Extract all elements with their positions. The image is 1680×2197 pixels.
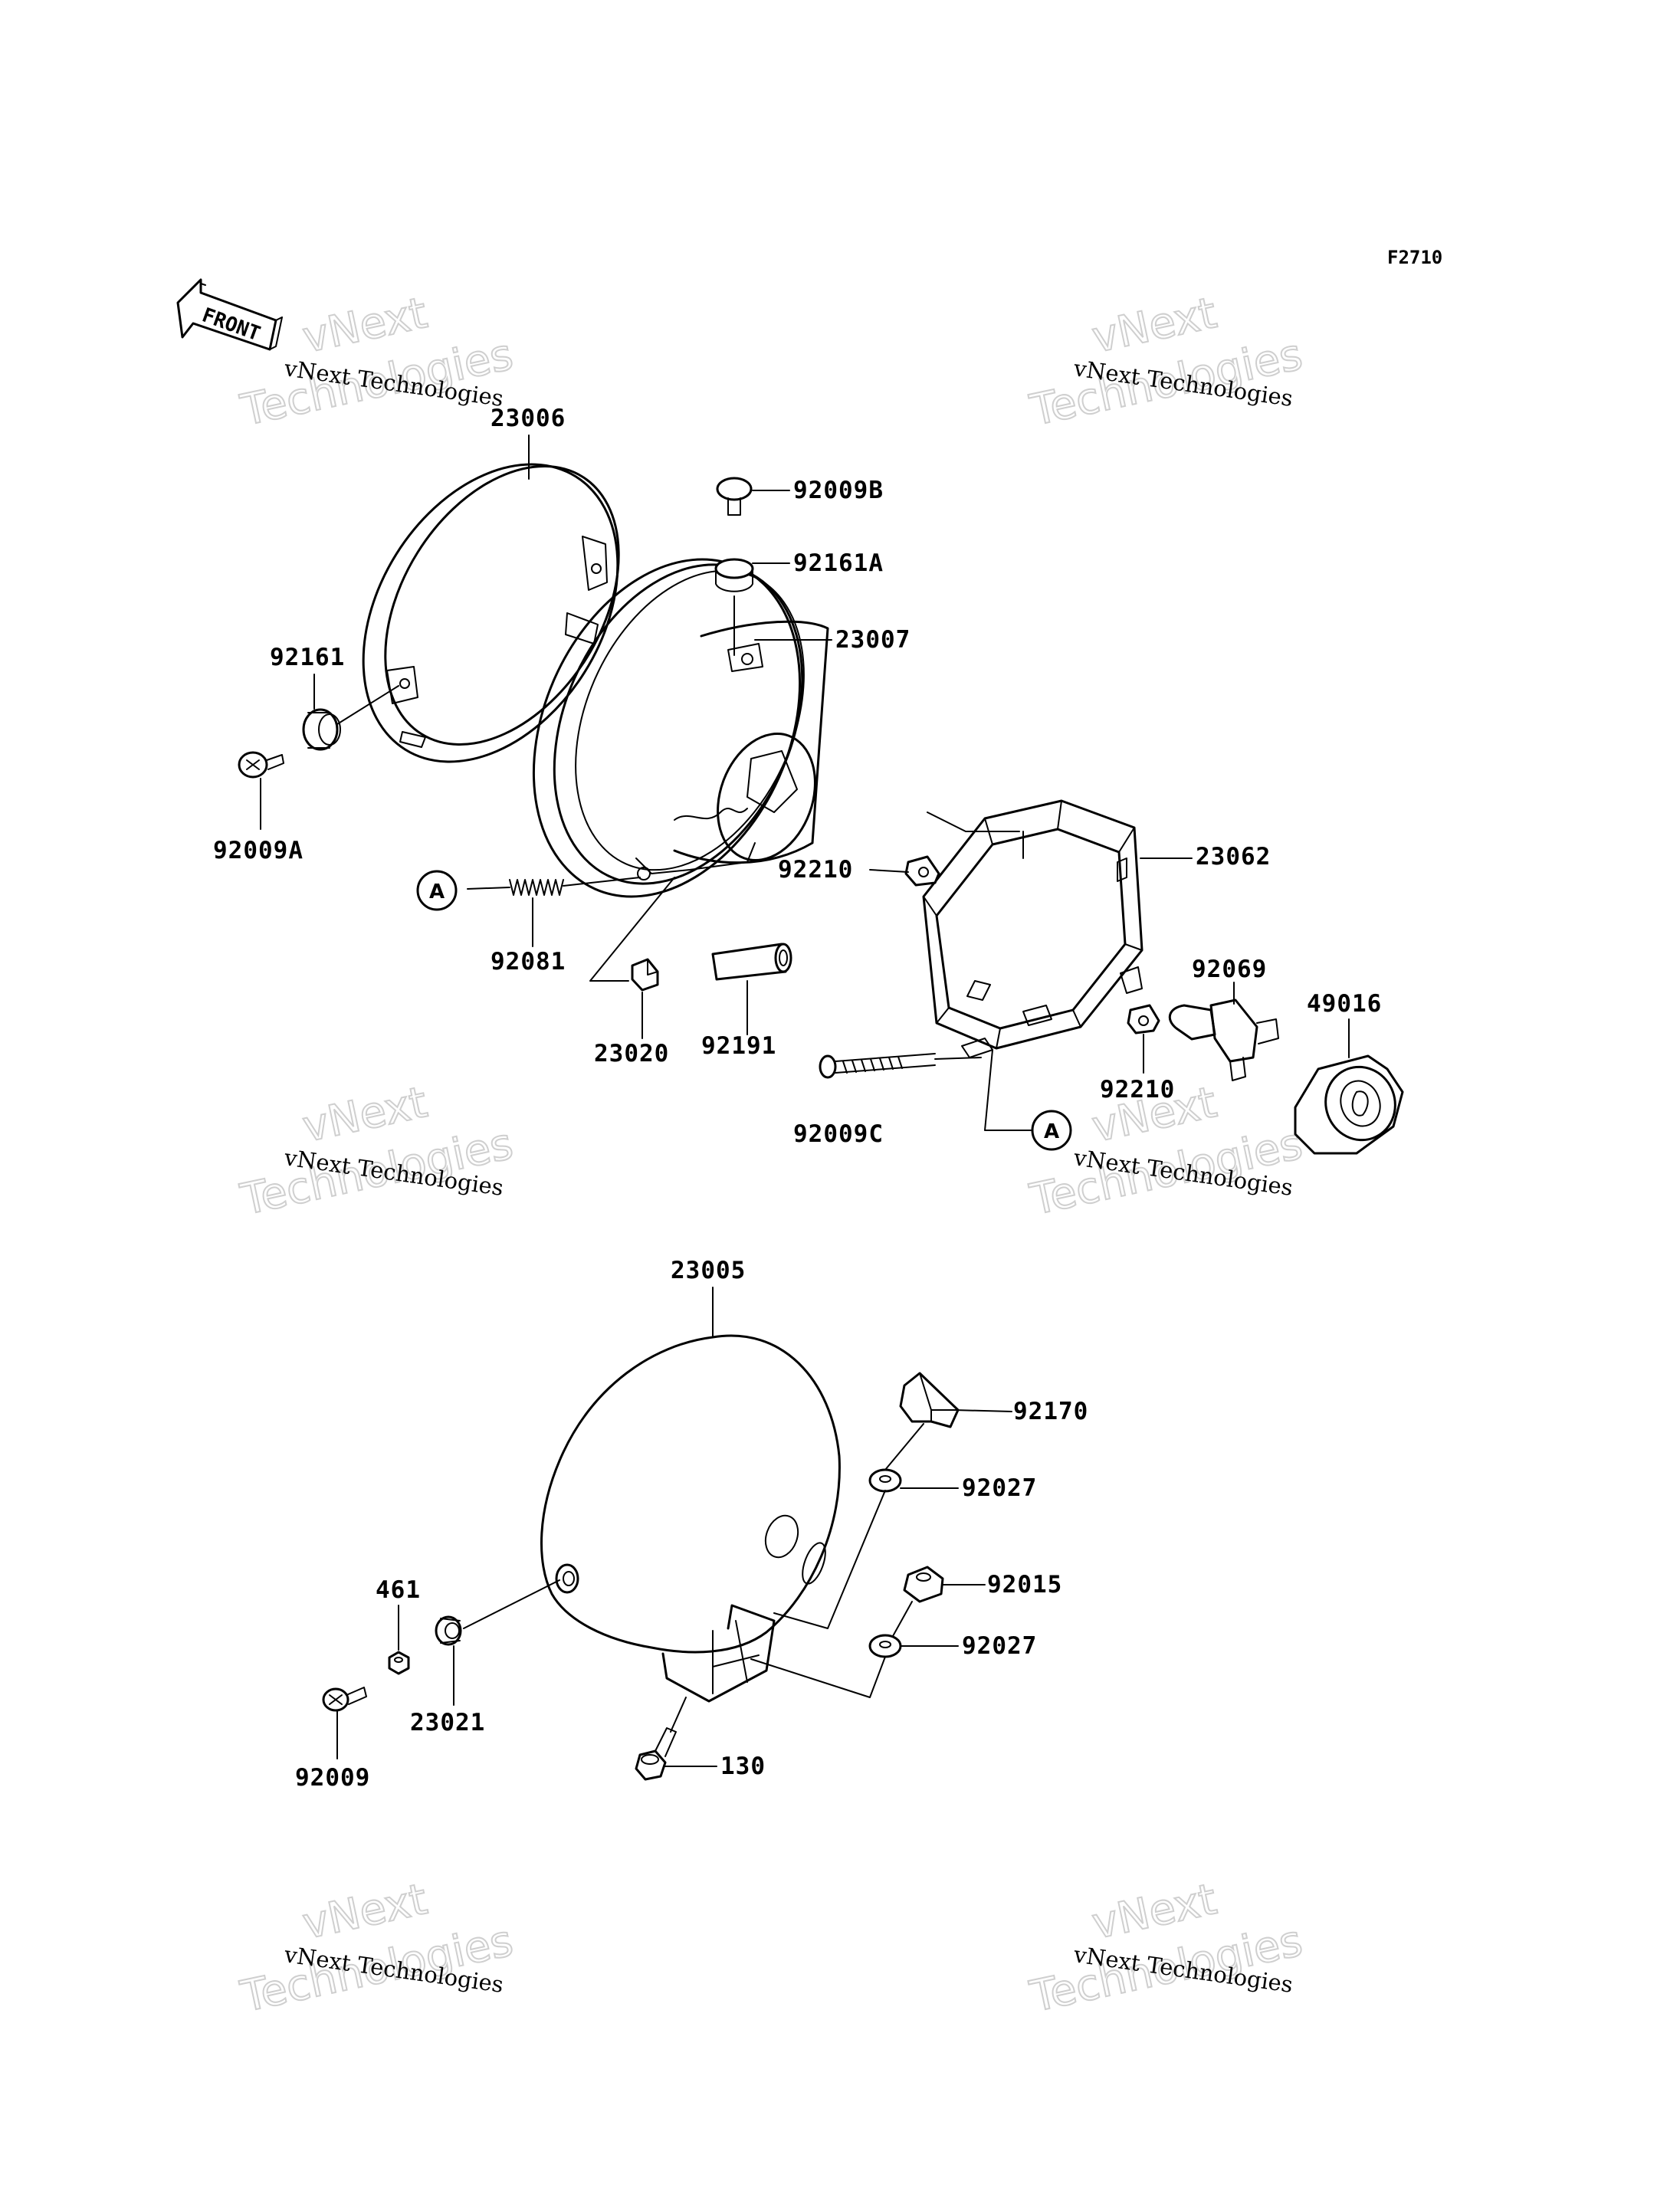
headlight-housing-part — [540, 1334, 841, 1703]
screw-92009 — [322, 1687, 367, 1712]
bulb-92069 — [1168, 998, 1279, 1081]
part-label-92015: 92015 — [987, 1571, 1062, 1599]
nut-92015 — [903, 1566, 944, 1603]
leader-92161-to-rim — [336, 685, 399, 725]
grommet-92161A — [714, 558, 754, 592]
watermark-top-left: vNext Technologies vNext Technologies — [235, 287, 517, 437]
part-label-92210-lower: 92210 — [1100, 1076, 1175, 1103]
rim-ring-part — [362, 463, 620, 763]
clip-23020 — [631, 958, 659, 992]
ref-marker-a-left-label: A — [429, 880, 445, 903]
part-label-92009A: 92009A — [213, 837, 304, 864]
front-arrow-icon: FRONT — [176, 278, 283, 351]
part-label-23062: 23062 — [1196, 843, 1271, 871]
part-label-49016: 49016 — [1307, 990, 1382, 1018]
part-label-23007: 23007 — [835, 626, 911, 654]
grommet-92161 — [302, 708, 341, 751]
part-label-23020: 23020 — [594, 1040, 669, 1067]
part-label-92027-upper: 92027 — [962, 1474, 1037, 1502]
part-label-23006: 23006 — [491, 405, 566, 432]
clip-92210-lower — [1127, 1004, 1160, 1035]
part-label-92009: 92009 — [295, 1764, 370, 1792]
ref-marker-a-right: A — [1031, 1110, 1072, 1151]
watermark-bottom-right: vNext Technologies vNext Technologies — [1025, 1874, 1307, 2023]
leader-92170-to-washer — [884, 1423, 924, 1471]
part-label-92170: 92170 — [1013, 1398, 1088, 1425]
leader-92009C-tip — [934, 1057, 982, 1060]
washer-92027-lower — [868, 1634, 902, 1658]
bracket-92170 — [899, 1372, 960, 1428]
leader-23062-guide — [927, 812, 1020, 832]
part-label-92210-upper: 92210 — [778, 856, 853, 884]
spring-92081 — [467, 877, 641, 896]
leader-23021-to-housing — [463, 1579, 560, 1629]
leader-130-to-housing — [670, 1697, 687, 1733]
part-label-92161A: 92161A — [793, 549, 884, 577]
grommet-23021 — [435, 1615, 462, 1646]
bolt-130 — [635, 1727, 677, 1781]
watermark-mid-left: vNext Technologies vNext Technologies — [235, 1077, 517, 1226]
diagram-code: F2710 — [1387, 247, 1442, 268]
ref-marker-a-right-label: A — [1044, 1120, 1059, 1143]
leader-washer-lower-to-housing — [750, 1656, 886, 1698]
screw-92009A — [238, 751, 284, 779]
mount-bracket-part — [922, 799, 1144, 1058]
leader-washer-to-housing — [773, 1490, 886, 1629]
part-label-92081: 92081 — [491, 948, 566, 976]
part-label-92069: 92069 — [1192, 956, 1267, 983]
collar-92191 — [711, 943, 792, 981]
part-label-92027-lower: 92027 — [962, 1632, 1037, 1660]
part-label-92009B: 92009B — [793, 477, 884, 504]
leader-nut-to-washer — [892, 1601, 913, 1637]
clip-92210-upper — [904, 855, 940, 887]
part-label-92009C: 92009C — [793, 1120, 884, 1148]
part-label-461: 461 — [376, 1576, 421, 1604]
leader-92170 — [953, 1409, 1012, 1412]
part-label-92161: 92161 — [270, 644, 345, 671]
watermark-top-right: vNext Technologies vNext Technologies — [1025, 287, 1307, 437]
screw-92009C — [819, 1053, 936, 1079]
part-label-23005: 23005 — [671, 1257, 746, 1284]
part-label-92191: 92191 — [701, 1032, 776, 1060]
ref-marker-a-left: A — [416, 870, 458, 911]
leader-92210-upper — [869, 869, 909, 873]
screw-92009B — [716, 477, 753, 516]
washer-92027-upper — [868, 1468, 902, 1493]
cover-49016 — [1294, 1054, 1404, 1155]
leader-23020-v — [589, 877, 675, 982]
watermark-bottom-left: vNext Technologies vNext Technologies — [235, 1874, 517, 2023]
leader-a-right — [984, 1049, 1032, 1131]
front-label: FRONT — [199, 303, 264, 346]
part-label-130: 130 — [720, 1753, 766, 1780]
nut-461 — [388, 1651, 410, 1675]
part-label-23021: 23021 — [410, 1709, 485, 1736]
